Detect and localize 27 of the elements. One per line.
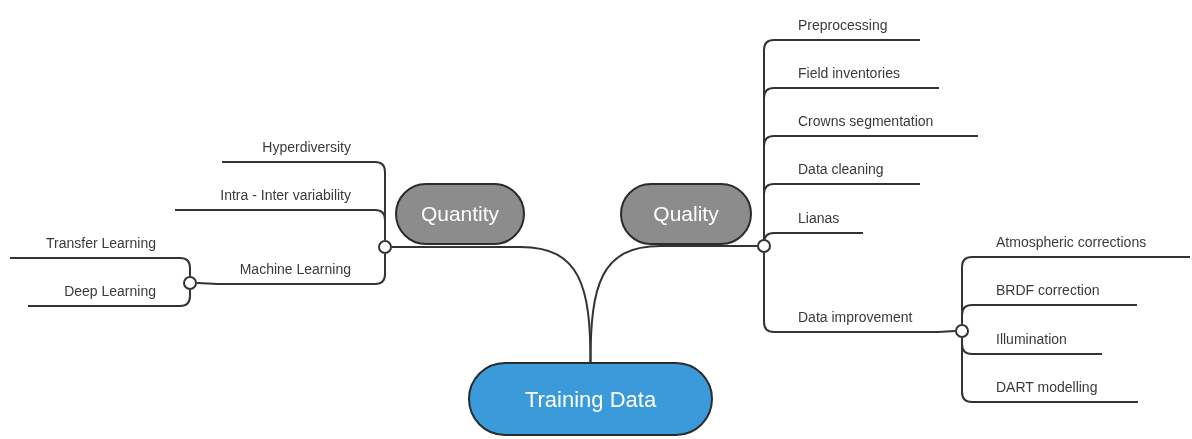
branch-label: Preprocessing (774, 15, 920, 41)
branch-label: Lianas (774, 208, 863, 234)
connector-line (196, 282, 219, 285)
branch-label: Illumination (972, 329, 1102, 355)
connector-line (937, 330, 956, 333)
connector-line (179, 257, 191, 277)
branch-label: Deep Learning (28, 281, 180, 307)
connector-line (961, 304, 973, 325)
connector-line (589, 245, 758, 363)
branch-label: Atmospheric corrections (972, 232, 1190, 258)
branch-label: Field inventories (774, 63, 939, 89)
branch-label: DART modelling (972, 377, 1138, 403)
topic-pill: Quantity (395, 183, 525, 245)
branch-label: Data cleaning (774, 159, 920, 185)
topic-pill: Quality (620, 183, 752, 245)
branch-label: BRDF correction (972, 280, 1137, 306)
connector-line (374, 209, 386, 241)
branch-label: Transfer Learning (10, 233, 180, 259)
branch-label: Hyperdiversity (222, 137, 375, 163)
connector-line (179, 289, 191, 307)
connector-line (391, 246, 592, 363)
branch-label: Machine Learning (218, 259, 375, 285)
branch-label: Data improvement (774, 307, 938, 333)
root-topic-pill: Training Data (468, 362, 713, 436)
connector-line (763, 183, 775, 240)
branch-label: Intra - Inter variability (175, 185, 375, 211)
branch-label: Crowns segmentation (774, 111, 978, 137)
